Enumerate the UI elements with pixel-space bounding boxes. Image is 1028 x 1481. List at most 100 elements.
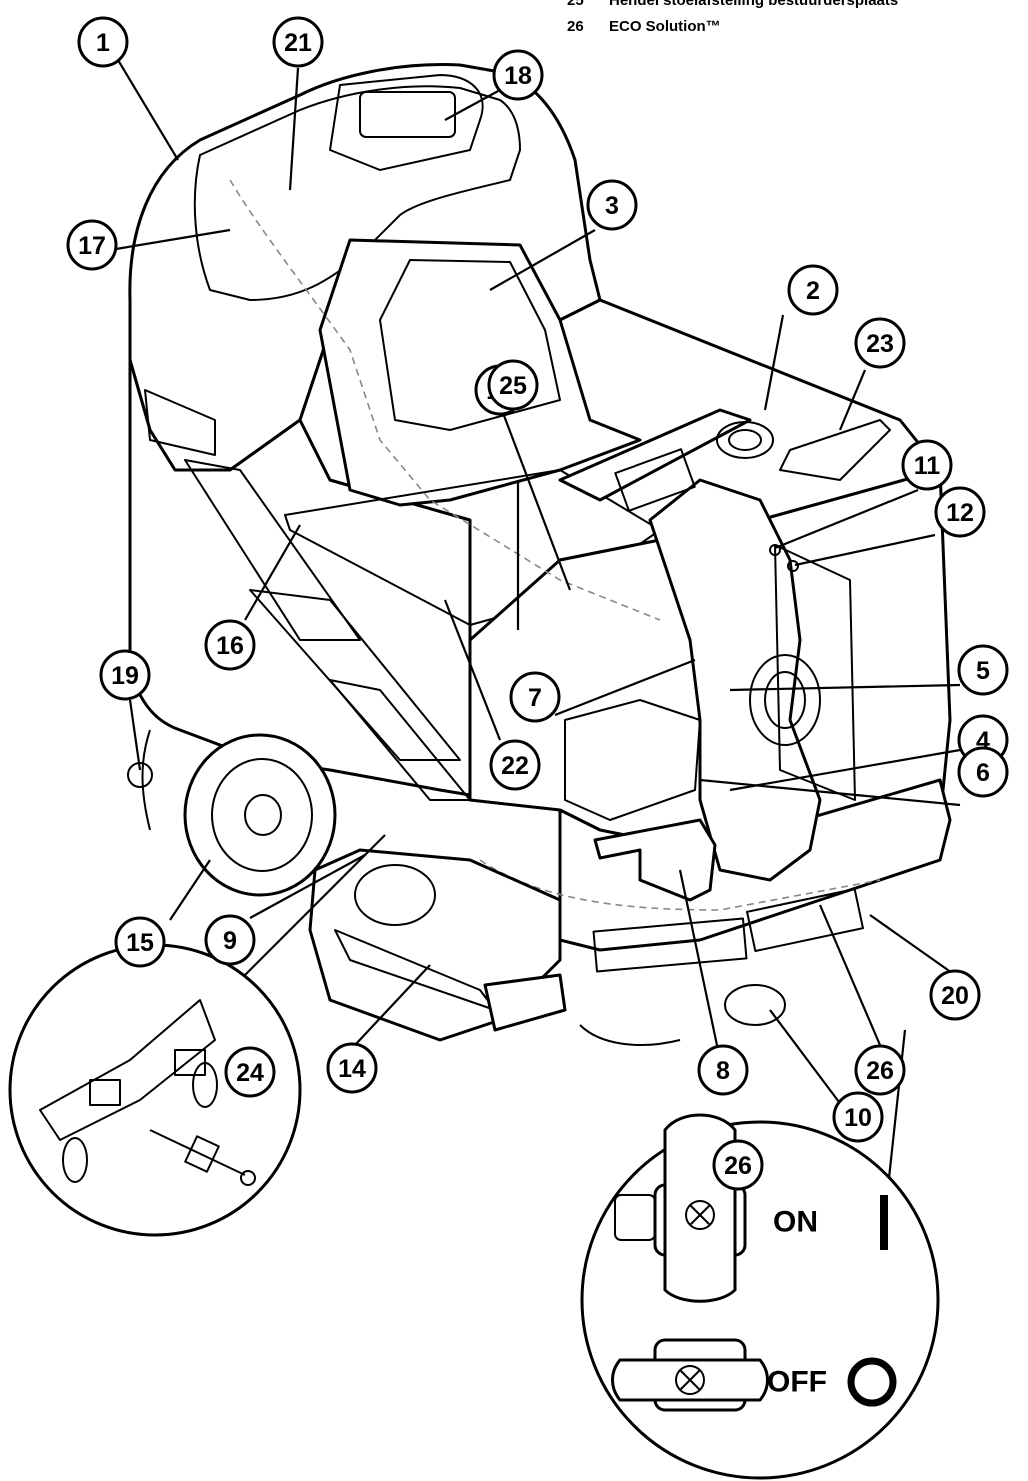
callout-number: 22 bbox=[501, 752, 529, 780]
callout-circle bbox=[77, 16, 129, 68]
callout-circle bbox=[492, 49, 544, 101]
side-vent bbox=[184, 459, 361, 641]
callout-19: 19 bbox=[99, 649, 151, 701]
rear-wheel-hub bbox=[244, 794, 282, 836]
callout-circle bbox=[697, 1044, 749, 1096]
callout-circle bbox=[114, 916, 166, 968]
callout-circle bbox=[99, 649, 151, 701]
caster-wheel bbox=[62, 1137, 88, 1183]
callout-number: 10 bbox=[844, 1104, 872, 1132]
callout-circle bbox=[901, 439, 953, 491]
callout-15: 15 bbox=[114, 916, 166, 968]
callout-bubbles: 1234567891011121314151617181920212223242… bbox=[66, 16, 1009, 1191]
callout-5: 5 bbox=[957, 644, 1009, 696]
seat bbox=[318, 238, 642, 507]
steering-hub bbox=[614, 448, 696, 512]
callout-number: 16 bbox=[216, 632, 244, 660]
on-symbol bbox=[880, 1195, 888, 1250]
callout-23: 23 bbox=[854, 317, 906, 369]
control-panel-top bbox=[329, 74, 484, 171]
hidden-hose bbox=[229, 179, 661, 621]
brush-motor bbox=[354, 864, 436, 926]
machine-body bbox=[127, 63, 952, 1046]
callout-circle bbox=[204, 619, 256, 671]
callout-9: 9 bbox=[204, 914, 256, 966]
callout-number: 20 bbox=[941, 982, 969, 1010]
legend-text: Hendel stoelafstelling bestuurdersplaats bbox=[609, 0, 899, 9]
callout-circle bbox=[326, 1042, 378, 1094]
callout-number: 26 bbox=[724, 1152, 752, 1180]
legend-number: 26 bbox=[567, 18, 584, 35]
callout-circle bbox=[929, 969, 981, 1021]
callout-circle bbox=[487, 359, 539, 411]
valve-screw bbox=[675, 1365, 705, 1395]
callout-10: 10 bbox=[832, 1091, 884, 1143]
legend-text: ECO Solution™ bbox=[609, 18, 721, 35]
callout-circle bbox=[586, 179, 638, 231]
callout-20: 20 bbox=[929, 969, 981, 1021]
callout-number: 18 bbox=[504, 62, 532, 90]
callout-7: 7 bbox=[509, 671, 561, 723]
callout-number: 1 bbox=[96, 29, 110, 57]
column-pivot-inner bbox=[764, 671, 806, 729]
callout-number: 12 bbox=[946, 499, 974, 527]
callout-21: 21 bbox=[272, 16, 324, 68]
seat-cushion bbox=[379, 259, 561, 431]
rod-end bbox=[240, 1170, 256, 1186]
callout-number: 17 bbox=[78, 232, 106, 260]
callout-circle bbox=[957, 746, 1009, 798]
bumper-panel bbox=[592, 917, 748, 973]
caster-bracket bbox=[39, 999, 216, 1141]
fill-port bbox=[716, 421, 774, 459]
callout-number: 9 bbox=[223, 927, 237, 955]
callout-number: 2 bbox=[806, 277, 820, 305]
callout-number: 19 bbox=[111, 662, 139, 690]
off-symbol bbox=[847, 1357, 897, 1407]
callout-3: 3 bbox=[586, 179, 638, 231]
steering-wheel bbox=[558, 408, 752, 502]
callout-circle bbox=[787, 264, 839, 316]
callout-14: 14 bbox=[326, 1042, 378, 1094]
valve-off-state bbox=[611, 1338, 769, 1412]
valve-screw bbox=[685, 1200, 715, 1230]
callout-number: 11 bbox=[914, 452, 941, 480]
column-pivot bbox=[749, 654, 821, 746]
caster-mount bbox=[89, 1079, 121, 1106]
on-label: ON bbox=[773, 1206, 818, 1239]
callout-number: 3 bbox=[605, 192, 619, 220]
callout-number: 15 bbox=[126, 929, 154, 957]
callout-circle bbox=[854, 1044, 906, 1096]
rear-wheel-rim bbox=[211, 758, 313, 872]
callout-6: 6 bbox=[957, 746, 1009, 798]
side-access-panel bbox=[774, 544, 856, 801]
callout-number: 5 bbox=[976, 657, 990, 685]
callout-26: 26 bbox=[854, 1044, 906, 1096]
callout-number: 6 bbox=[976, 759, 990, 787]
squeegee-arm bbox=[141, 729, 151, 831]
callout-8: 8 bbox=[697, 1044, 749, 1096]
fill-port-inner bbox=[728, 429, 762, 451]
callout-number: 24 bbox=[236, 1059, 264, 1087]
panel-screw bbox=[769, 544, 781, 556]
callout-circle bbox=[509, 671, 561, 723]
callout-12: 12 bbox=[934, 486, 986, 538]
callout-circle bbox=[204, 914, 256, 966]
callout-22: 22 bbox=[489, 739, 541, 791]
callout-16: 16 bbox=[204, 619, 256, 671]
drain-hose bbox=[579, 1024, 681, 1046]
foot-pedal bbox=[593, 818, 717, 902]
callout-25: 25 bbox=[487, 359, 539, 411]
adjust-rod bbox=[149, 1129, 246, 1176]
callout-number: 14 bbox=[338, 1055, 366, 1083]
callout-18: 18 bbox=[492, 49, 544, 101]
callout-1: 1 bbox=[77, 16, 129, 68]
callout-number: 21 bbox=[284, 29, 312, 57]
callout-number: 25 bbox=[499, 372, 527, 400]
callout-circle bbox=[489, 739, 541, 791]
panel-screw bbox=[787, 560, 799, 572]
callout-24: 24 bbox=[224, 1046, 276, 1098]
callout-26: 26 bbox=[712, 1139, 764, 1191]
